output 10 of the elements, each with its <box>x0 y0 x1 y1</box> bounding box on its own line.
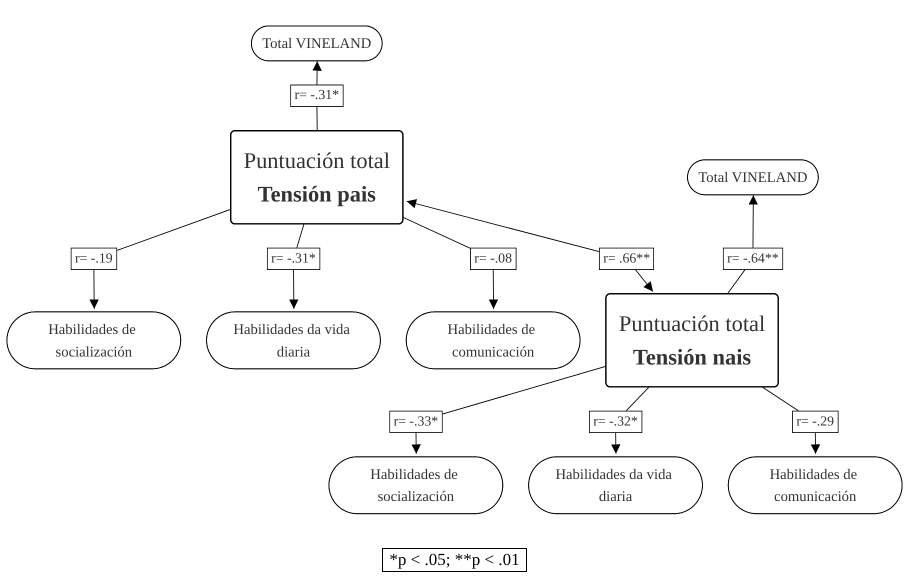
edge-label: r= -.31* <box>271 251 316 266</box>
edge-label: r= -.29 <box>796 414 834 429</box>
edge-label: r= -.08 <box>474 251 512 266</box>
edge-label: r= -.31* <box>294 88 340 103</box>
edge-label: r= -.64** <box>727 251 779 266</box>
footnote: *p < .05; **p < .01 <box>382 548 527 572</box>
edge-label: r= -.19 <box>74 251 113 266</box>
edge-label: r= -.33* <box>394 414 438 429</box>
edge-label: r= -.32* <box>593 414 638 429</box>
edge-label: r= .66** <box>603 251 650 266</box>
